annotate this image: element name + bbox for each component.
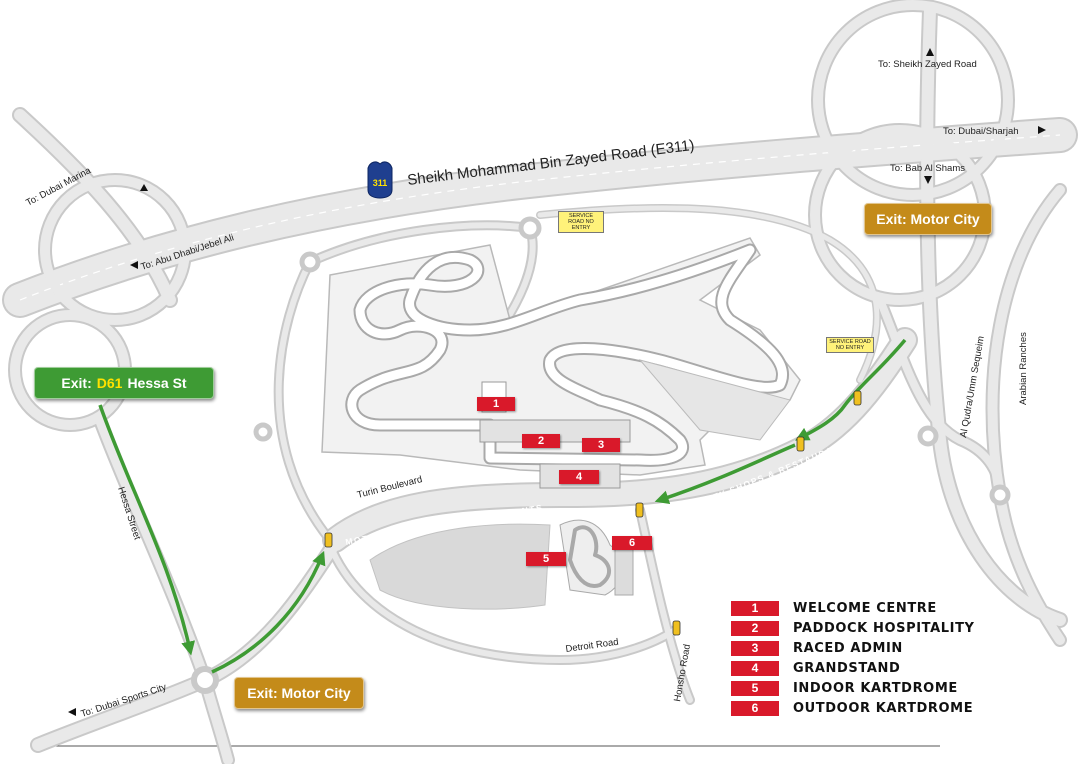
legend-label: INDOOR KARTDROME [793, 680, 958, 696]
map-marker-paddock-hospitality[interactable]: 2 [522, 434, 560, 448]
service-road-notice-east: SERVICE ROAD NO ENTRY [826, 337, 874, 353]
exit-sign-motor-city-south: Exit: Motor City [234, 677, 364, 709]
legend-item: 1 WELCOME CENTRE [731, 598, 1041, 618]
traffic-light-icon [324, 532, 333, 548]
legend-item: 2 PADDOCK HOSPITALITY [731, 618, 1041, 638]
legend-number: 3 [731, 640, 779, 656]
dest-sheikh-zayed: To: Sheikh Zayed Road [878, 59, 977, 70]
route-to-turin-boulevard [211, 550, 326, 674]
arrow-left-icon [130, 261, 138, 269]
legend-item: 3 RACED ADMIN [731, 638, 1041, 658]
traffic-lights [324, 390, 862, 636]
route-hessa-street [98, 404, 196, 656]
legend-label: GRANDSTAND [793, 660, 901, 676]
traffic-light-icon [672, 620, 681, 636]
exit-sign-hessa-st: Exit: D61 Hessa St [34, 367, 214, 399]
map-legend: 1 WELCOME CENTRE 2 PADDOCK HOSPITALITY 3… [731, 598, 1041, 718]
kartdrome-area [369, 519, 634, 610]
legend-label: RACED ADMIN [793, 640, 903, 656]
route-from-motor-city-exit [795, 338, 907, 441]
exit-prefix: Exit: [61, 375, 92, 391]
legend-item: 6 OUTDOOR KARTDROME [731, 698, 1041, 718]
autodrome-circuit [321, 237, 801, 489]
route-to-motorcity-shops [654, 443, 796, 504]
legend-label: WELCOME CENTRE [793, 600, 937, 616]
map-marker-welcome-centre[interactable]: 1 [477, 397, 515, 411]
map-marker-raced-admin[interactable]: 3 [582, 438, 620, 452]
legend-label: PADDOCK HOSPITALITY [793, 620, 975, 636]
legend-number: 4 [731, 660, 779, 676]
traffic-light-icon [796, 436, 805, 452]
dest-bab-al-shams: To: Bab Al Shams [890, 163, 965, 174]
highway-shield-icon: 311 [367, 161, 393, 199]
legend-number: 5 [731, 680, 779, 696]
arrow-up-icon [140, 184, 148, 191]
legend-number: 1 [731, 600, 779, 616]
roundabouts [191, 216, 1011, 694]
street-al-qudra: Al Qudra/Umm Sequeim [958, 335, 987, 438]
legend-item: 4 GRANDSTAND [731, 658, 1041, 678]
service-road-notice-north: SERVICE ROAD NO ENTRY [558, 211, 604, 233]
map-marker-outdoor-kartdrome[interactable]: 6 [612, 536, 652, 550]
map-marker-grandstand[interactable]: 4 [559, 470, 599, 484]
exit-label: Exit: Motor City [247, 685, 351, 701]
legend-item: 5 INDOOR KARTDROME [731, 678, 1041, 698]
arrow-down-icon [924, 176, 932, 184]
arrow-left-icon [68, 708, 76, 716]
dest-dubai-sharjah: To: Dubai/Sharjah [943, 126, 1019, 137]
map-marker-indoor-kartdrome[interactable]: 5 [526, 552, 566, 566]
direction-arrows [68, 48, 1046, 716]
exit-label: Exit: Motor City [876, 211, 980, 227]
traffic-light-icon [853, 390, 862, 406]
exit-code: D61 [96, 375, 123, 391]
exit-street: Hessa St [127, 375, 187, 391]
arrow-up-icon [926, 48, 934, 56]
shield-number: 311 [373, 178, 388, 188]
legend-label: OUTDOOR KARTDROME [793, 700, 974, 716]
exit-sign-motor-city-north: Exit: Motor City [864, 203, 992, 235]
traffic-light-icon [635, 502, 644, 518]
legend-number: 6 [731, 700, 779, 716]
access-routes [98, 338, 907, 674]
legend-number: 2 [731, 620, 779, 636]
arrow-right-icon [1038, 126, 1046, 134]
road-network-fills [4, 0, 1076, 764]
street-arabian-ranches: Arabian Ranches [1018, 332, 1029, 405]
